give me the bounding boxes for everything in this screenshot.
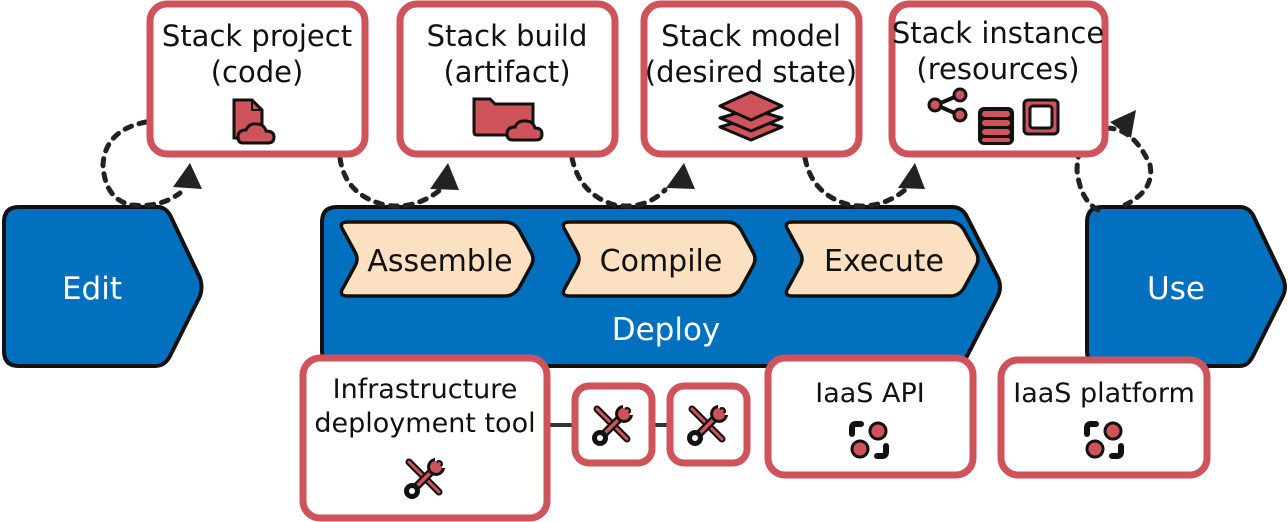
stage-execute: Execute — [784, 220, 980, 298]
tool-subtitle: deployment tool — [314, 408, 535, 439]
stage-compile-label: Compile — [600, 244, 723, 279]
artifact-box — [396, 0, 619, 158]
tool-box — [997, 356, 1211, 479]
artifact-title: Stack project — [162, 19, 352, 53]
tool-title: IaaS API — [815, 378, 925, 409]
stage-assemble-shape — [339, 220, 535, 298]
tool-iaas-platform: IaaS platform — [997, 356, 1211, 479]
artifact-box — [640, 0, 863, 158]
artifact-subtitle: (desired state) — [645, 55, 857, 89]
arrowhead-build — [430, 163, 459, 190]
database-icon — [978, 107, 1014, 145]
phase-use: Use — [1085, 205, 1287, 368]
artifact-stack-instance: Stack instance (resources) — [888, 0, 1109, 158]
artifact-title: Stack instance — [892, 16, 1104, 50]
arrowheads — [173, 110, 1136, 190]
resources-icon — [927, 87, 1060, 145]
stage-compile-shape — [561, 220, 757, 298]
connector-model-to-instance — [802, 155, 908, 209]
share-icon — [927, 87, 968, 123]
phase-edit-label: Edit — [62, 271, 122, 307]
artifact-stack-model: Stack model (desired state) — [640, 0, 863, 158]
phase-deploy-label: Deploy — [612, 312, 721, 348]
phase-edit-shape — [2, 205, 204, 368]
stage-assemble: Assemble — [339, 220, 535, 298]
artifact-subtitle: (resources) — [916, 52, 1079, 86]
tool-instance-2 — [666, 382, 751, 467]
connector-build-to-model — [569, 155, 668, 209]
artifact-stack-build: Stack build (artifact) — [396, 0, 619, 158]
artifact-stack-project: Stack project (code) — [146, 0, 369, 158]
connector-project-to-build — [337, 155, 443, 209]
tool-box — [299, 354, 551, 522]
arrowhead-project — [173, 163, 202, 189]
stage-execute-label: Execute — [824, 244, 944, 279]
phase-use-label: Use — [1147, 271, 1205, 307]
artifact-box — [146, 0, 369, 158]
stage-execute-shape — [784, 220, 980, 298]
arrowhead-model — [666, 163, 695, 189]
stage-compile: Compile — [561, 220, 757, 298]
arrowhead-use — [1110, 110, 1136, 138]
arrowhead-instance — [898, 163, 925, 189]
chip-icon — [1022, 98, 1060, 136]
artifact-subtitle: (artifact) — [443, 55, 570, 89]
tool-infrastructure-deployment: Infrastructure deployment tool — [299, 354, 551, 522]
code-file-cloud-icon — [232, 98, 276, 145]
artifact-subtitle: (code) — [211, 55, 304, 89]
tool-iaas-api: IaaS API — [764, 354, 977, 479]
artifact-title: Stack model — [661, 19, 841, 53]
connector-edit-to-project — [100, 119, 183, 208]
stage-assemble-label: Assemble — [367, 244, 512, 279]
tool-title: IaaS platform — [1013, 378, 1195, 409]
tool-box — [764, 354, 977, 479]
phase-edit: Edit — [2, 205, 204, 368]
layers-icon — [718, 90, 784, 142]
tool-instance-1 — [571, 382, 656, 467]
folder-cloud-icon — [472, 97, 544, 142]
tool-title: Infrastructure — [333, 374, 518, 405]
artifact-title: Stack build — [427, 19, 588, 53]
